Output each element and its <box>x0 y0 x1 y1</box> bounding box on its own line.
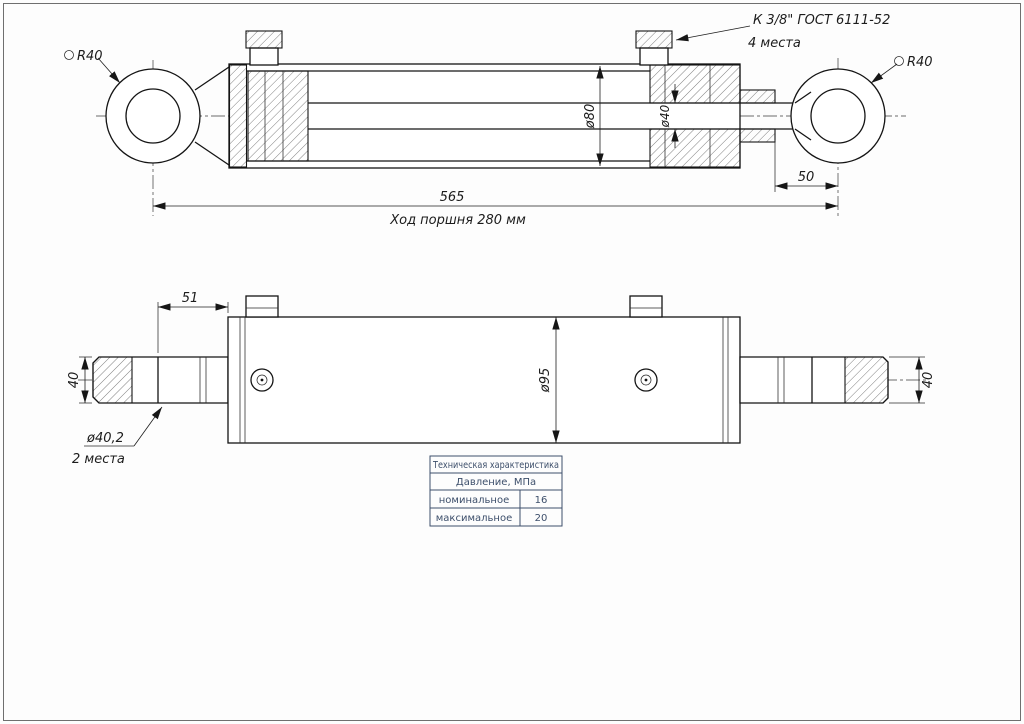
table-row-value: 20 <box>535 513 548 524</box>
table-title: Техническая характеристика <box>432 460 559 471</box>
dim-51: 51 <box>157 291 229 353</box>
port-places-label: 4 места <box>748 36 801 51</box>
dim-40-left: 40 <box>67 356 92 404</box>
dim-40-right: 40 <box>889 356 936 404</box>
gland-section <box>649 64 776 168</box>
top-view: К 3/8" ГОСТ 6111-52 4 места R40 R40 ø80 … <box>64 13 933 228</box>
bottom-view: 51 40 40 ø95 ø40,2 2 места <box>67 291 936 467</box>
port-boss-left <box>250 368 274 392</box>
rod-dim-left-label: 40 <box>67 372 82 389</box>
body-port-right <box>629 295 663 318</box>
table-row-label: номинальное <box>439 495 509 506</box>
right-eye <box>790 68 886 164</box>
dim-50: 50 <box>774 140 838 192</box>
dim-50-label: 50 <box>798 170 815 185</box>
stroke-note-label: Ход поршня 280 мм <box>389 213 526 228</box>
body-port-left <box>245 295 279 318</box>
table-subtitle: Давление, МПа <box>456 477 536 488</box>
bore-dia-label: ø80 <box>583 104 598 130</box>
r40-callout-left: R40 <box>64 49 121 84</box>
port-fitting-right <box>635 30 673 66</box>
left-rod <box>92 356 229 404</box>
circle-symbol <box>64 50 74 60</box>
r40-left-label: R40 <box>77 49 103 64</box>
thread-places-label: 2 места <box>72 452 125 467</box>
dim-bore-80: ø80 <box>583 66 604 166</box>
right-rod <box>739 356 889 404</box>
cap-section <box>228 64 248 168</box>
rod-dia-label: ø40 <box>658 104 672 128</box>
rod-dim-right-label: 40 <box>921 372 936 389</box>
dim-51-label: 51 <box>182 291 199 306</box>
circle-symbol <box>894 56 904 66</box>
table-row-label: максимальное <box>436 513 512 524</box>
port-fitting-left <box>245 30 283 66</box>
cylinder-body <box>227 316 741 444</box>
r40-callout-right: R40 <box>870 55 933 84</box>
left-eye <box>105 66 230 166</box>
dim-565: 565 Ход поршня 280 мм <box>153 190 838 228</box>
table-row-value: 16 <box>535 495 548 506</box>
dim-body-95: ø95 <box>538 317 560 443</box>
port-note: К 3/8" ГОСТ 6111-52 4 места <box>675 13 890 51</box>
r40-right-label: R40 <box>907 55 933 70</box>
body-dia-label: ø95 <box>538 368 553 394</box>
piston-section <box>247 70 309 162</box>
spec-table: Техническая характеристика Давление, МПа… <box>429 455 563 527</box>
dim-565-label: 565 <box>440 190 465 205</box>
port-spec-label: К 3/8" ГОСТ 6111-52 <box>753 13 890 28</box>
thread-callout: ø40,2 2 места <box>72 406 163 467</box>
dim-rod-40: ø40 <box>658 84 679 148</box>
port-boss-right <box>634 368 658 392</box>
thread-dia-label: ø40,2 <box>86 431 124 446</box>
